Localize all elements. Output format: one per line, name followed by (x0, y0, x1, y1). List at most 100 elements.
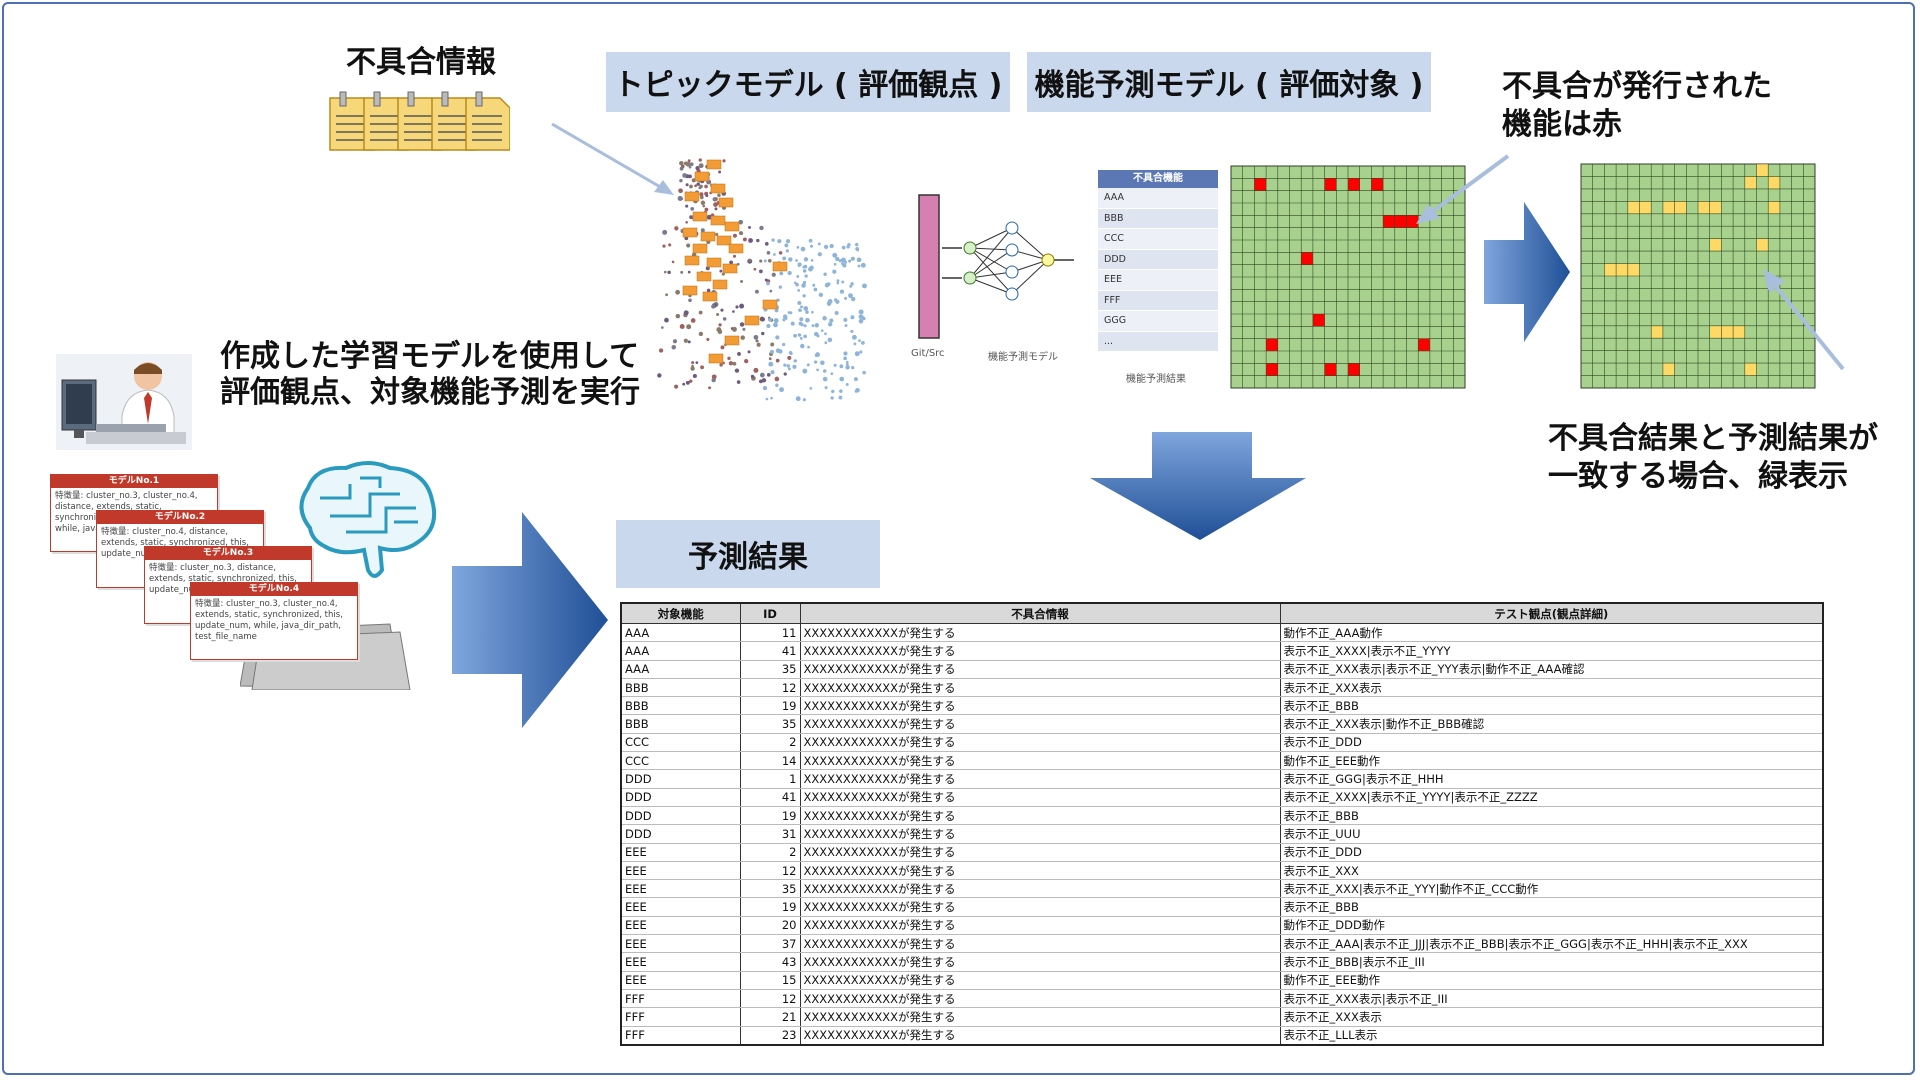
cell-defect: XXXXXXXXXXXXが発生する (799, 879, 1281, 899)
scatter-point (713, 202, 718, 207)
scatter-point (814, 353, 819, 358)
function-list-item: ... (1098, 331, 1218, 352)
cell-defect: XXXXXXXXXXXXが発生する (799, 623, 1281, 643)
grid-cell-highlight (1616, 263, 1628, 276)
scatter-point (842, 263, 847, 268)
scatter-point (690, 207, 695, 211)
cell-defect: XXXXXXXXXXXXが発生する (799, 696, 1281, 716)
cell-defect: XXXXXXXXXXXXが発生する (799, 641, 1281, 661)
scatter-point (700, 164, 704, 168)
scatter-point (689, 216, 693, 220)
scatter-point (851, 365, 855, 370)
scatter-point (675, 289, 681, 295)
scatter-point (773, 322, 778, 328)
cell-function: CCC (620, 733, 741, 753)
scatter-point (852, 334, 857, 340)
scatter-point (706, 288, 711, 293)
cell-id: 31 (739, 824, 801, 844)
cell-function: FFF (620, 1026, 741, 1046)
scatter-point (858, 309, 864, 315)
scatter-point (720, 345, 725, 350)
scatter-point (766, 324, 771, 329)
scatter-point (753, 367, 759, 373)
scatter-point (802, 269, 807, 273)
cell-defect: XXXXXXXXXXXXが発生する (799, 660, 1281, 679)
scatter-point (820, 329, 824, 332)
cell-function: AAA (620, 641, 741, 661)
scatter-point (683, 161, 688, 166)
grid-cell-highlight (1627, 263, 1640, 276)
scatter-point (790, 321, 795, 326)
nn-node (1005, 243, 1019, 257)
col-target-function: 対象機能 (620, 602, 741, 624)
grid-cell-highlight (1662, 201, 1675, 214)
scatter-point (672, 339, 678, 344)
function-list-item: DDD (1098, 249, 1218, 270)
cell-id: 35 (739, 660, 801, 679)
green-note-arrow (1763, 269, 1845, 371)
scatter-point (816, 368, 819, 372)
scatter-point (798, 308, 802, 312)
nn-edge (1011, 227, 1049, 261)
scatter-point (663, 270, 667, 274)
grid-cell-highlight (1639, 201, 1652, 214)
scatter-point (779, 387, 785, 393)
scatter-point (776, 298, 780, 302)
cell-id: 37 (739, 934, 801, 954)
nn-node (963, 271, 977, 285)
scatter-point (782, 318, 786, 322)
scatter-point (671, 260, 675, 264)
grid-cell-highlight (1266, 338, 1278, 351)
scatter-point (674, 226, 679, 231)
cell-viewpoint: 動作不正_EEE動作 (1279, 971, 1824, 990)
nn-edge (969, 249, 1013, 279)
scatter-point (835, 299, 840, 304)
nn-edge (969, 247, 1013, 295)
scatter-point (740, 280, 744, 283)
scatter-point (715, 232, 719, 236)
topic-tag (724, 221, 740, 232)
scatter-point (803, 334, 807, 339)
scatter-point (846, 363, 849, 366)
cell-function: DDD (620, 824, 741, 844)
scatter-point (675, 313, 681, 319)
scatter-point (685, 380, 690, 385)
scatter-point (831, 389, 835, 394)
cell-viewpoint: 表示不正_XXX表示 (1279, 678, 1824, 698)
scatter-point (803, 324, 807, 328)
scatter-point (861, 341, 865, 345)
grid-cell-highlight (1744, 363, 1757, 376)
scatter-point (748, 259, 752, 262)
scatter-point (674, 384, 679, 389)
scatter-point (682, 382, 686, 386)
scatter-point (833, 363, 837, 367)
function-list-item: GGG (1098, 311, 1218, 332)
scatter-point (719, 269, 723, 273)
nn-node (1005, 287, 1019, 301)
predict-arrow (452, 512, 608, 728)
scatter-point (848, 293, 853, 299)
scatter-point (829, 243, 834, 249)
scatter-point (832, 269, 837, 274)
cell-viewpoint: 表示不正_XXX|表示不正_YYY|動作不正_CCC動作 (1279, 879, 1824, 899)
cell-viewpoint: 動作不正_AAA動作 (1279, 623, 1824, 643)
topic-tag (692, 243, 708, 254)
scatter-point (820, 360, 825, 365)
scatter-point (763, 259, 767, 263)
scatter-point (769, 289, 773, 293)
cell-function: AAA (620, 660, 741, 679)
cell-viewpoint: 表示不正_BBB|表示不正_III (1279, 952, 1824, 972)
scatter-point (677, 195, 683, 201)
nn-edge (969, 227, 1013, 279)
scatter-point (734, 368, 740, 373)
scatter-point (706, 337, 710, 341)
document-icon (431, 91, 477, 151)
scatter-point (846, 245, 850, 249)
scatter-point (774, 308, 779, 313)
scatter-point (698, 158, 702, 162)
scatter-point (714, 207, 718, 211)
scatter-point (841, 280, 845, 284)
